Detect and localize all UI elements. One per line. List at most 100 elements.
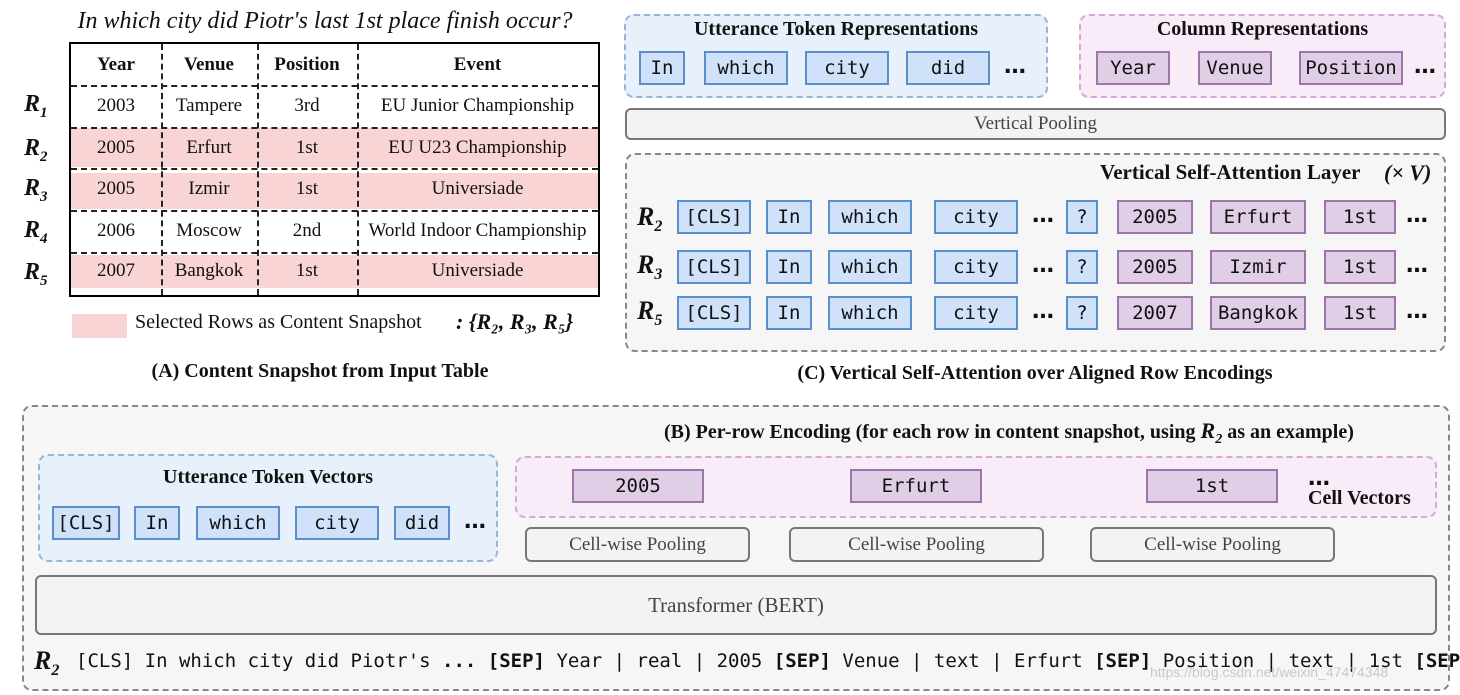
ellipsis: …	[1406, 253, 1428, 278]
per-row-encoding-title: (B) Per-row Encoding (for each row in co…	[664, 418, 1354, 447]
sequence-text: Year | real | 2005	[545, 650, 774, 672]
ellipsis: …	[1406, 203, 1428, 228]
column-token: Position	[1299, 51, 1403, 85]
table-cell: 2nd	[292, 220, 322, 241]
legend-text: Selected Rows as Content Snapshot	[135, 311, 422, 333]
table-cell: 2003	[97, 95, 135, 116]
table-cell: Bangkok	[174, 260, 244, 281]
column-token: Venue	[1198, 51, 1272, 85]
row-cell-token: Bangkok	[1210, 296, 1306, 330]
utterance-token: In	[639, 51, 685, 85]
row-cell-token: Erfurt	[1210, 200, 1306, 234]
row-label-r4: R4	[24, 217, 48, 247]
utterance-token-representations-title: Utterance Token Representations	[693, 18, 979, 40]
row-cell-token: 2005	[1117, 200, 1193, 234]
row-token: [CLS]	[677, 200, 751, 234]
ellipsis: …	[1032, 299, 1054, 324]
row-highlight-r2	[71, 128, 598, 167]
row-cell-token: 2007	[1117, 296, 1193, 330]
ellipsis: …	[1032, 203, 1054, 228]
ellipsis: …	[1308, 466, 1330, 491]
table-cell: Universiade	[431, 260, 524, 281]
utterance-vector-token: [CLS]	[52, 506, 120, 540]
ellipsis: …	[1004, 54, 1026, 79]
row-divider	[71, 210, 598, 212]
table-cell: 2005	[97, 137, 135, 158]
caption-c: (C) Vertical Self-Attention over Aligned…	[797, 362, 1273, 384]
sequence-separator: [SEP]	[773, 650, 831, 672]
row-token: which	[828, 200, 912, 234]
utterance-vector-token: which	[196, 506, 280, 540]
table-header-event: Event	[453, 54, 502, 75]
cell-vector-token: 2005	[572, 469, 704, 503]
vertical-pooling-bar: Vertical Pooling	[625, 108, 1446, 140]
table-cell: EU Junior Championship	[380, 95, 575, 116]
row-token: [CLS]	[677, 296, 751, 330]
utterance-token: city	[805, 51, 889, 85]
ellipsis: …	[1414, 54, 1436, 79]
table-header-year: Year	[97, 54, 135, 75]
table-header-venue: Venue	[184, 54, 234, 75]
transformer-bert-bar: Transformer (BERT)	[35, 575, 1437, 635]
row-highlight-r3	[71, 173, 598, 209]
row-token: In	[766, 200, 812, 234]
table-cell: World Indoor Championship	[368, 220, 587, 241]
vertical-self-attention-box	[625, 153, 1446, 352]
table-cell: 1st	[295, 260, 319, 281]
cell-wise-pooling-bar: Cell-wise Pooling	[525, 527, 750, 562]
table-cell: Izmir	[188, 178, 230, 199]
caption-a: (A) Content Snapshot from Input Table	[151, 360, 489, 382]
row-label-r3: R3	[24, 175, 48, 205]
row-divider	[71, 85, 598, 87]
input-table: Year Venue Position Event 2003 Tampere 3…	[69, 42, 600, 297]
cell-vector-token: 1st	[1146, 469, 1278, 503]
sequence-separator: [SEP]	[1094, 650, 1152, 672]
row-cell-token: 1st	[1324, 296, 1396, 330]
table-cell: 2007	[97, 260, 135, 281]
question-text: In which city did Piotr's last 1st place…	[77, 8, 573, 34]
sequence-separator: ... [SEP]	[442, 650, 545, 672]
watermark: https://blog.csdn.net/weixin_47474348	[1150, 664, 1389, 680]
cell-vector-token: Erfurt	[850, 469, 982, 503]
row-token: [CLS]	[677, 250, 751, 284]
table-cell: Erfurt	[186, 137, 232, 158]
column-token: Year	[1096, 51, 1170, 85]
utterance-vector-token: In	[134, 506, 180, 540]
row-token: In	[766, 250, 812, 284]
vertical-self-attention-title: Vertical Self-Attention Layer	[1100, 160, 1361, 184]
row-divider	[71, 127, 598, 129]
column-representations-title: Column Representations	[1156, 18, 1369, 40]
row-token: city	[934, 250, 1018, 284]
table-cell: Moscow	[176, 220, 242, 241]
row-token: ?	[1066, 296, 1098, 330]
utterance-token: did	[906, 51, 990, 85]
attention-layer-multiplier: (× V)	[1384, 160, 1432, 185]
row-token: ?	[1066, 200, 1098, 234]
utterance-vector-token: city	[295, 506, 379, 540]
row-divider	[71, 168, 598, 170]
table-cell: Universiade	[431, 178, 524, 199]
ellipsis: …	[1032, 253, 1054, 278]
sequence-text: [CLS] In which city did Piotr's	[76, 650, 443, 672]
row-token: which	[828, 296, 912, 330]
cell-wise-pooling-bar: Cell-wise Pooling	[789, 527, 1044, 562]
utterance-vector-token: did	[394, 506, 450, 540]
row-token: ?	[1066, 250, 1098, 284]
row-cell-token: 1st	[1324, 200, 1396, 234]
table-cell: 2005	[97, 178, 135, 199]
utterance-token-vectors-title: Utterance Token Vectors	[163, 466, 373, 488]
table-cell: 2006	[97, 220, 135, 241]
row-token: city	[934, 296, 1018, 330]
sequence-row-label: R2	[34, 646, 60, 680]
cell-vectors-title: Cell Vectors	[1308, 487, 1411, 509]
attention-row-label: R5	[637, 296, 663, 330]
table-cell: 1st	[295, 178, 319, 199]
row-cell-token: 1st	[1324, 250, 1396, 284]
utterance-token: which	[704, 51, 788, 85]
sequence-text: Position | text | 1st	[1151, 650, 1415, 672]
ellipsis: …	[464, 509, 486, 534]
row-highlight-r5	[71, 255, 598, 288]
table-cell: 3rd	[294, 95, 320, 116]
row-label-r5: R5	[24, 259, 48, 289]
row-cell-token: 2005	[1117, 250, 1193, 284]
